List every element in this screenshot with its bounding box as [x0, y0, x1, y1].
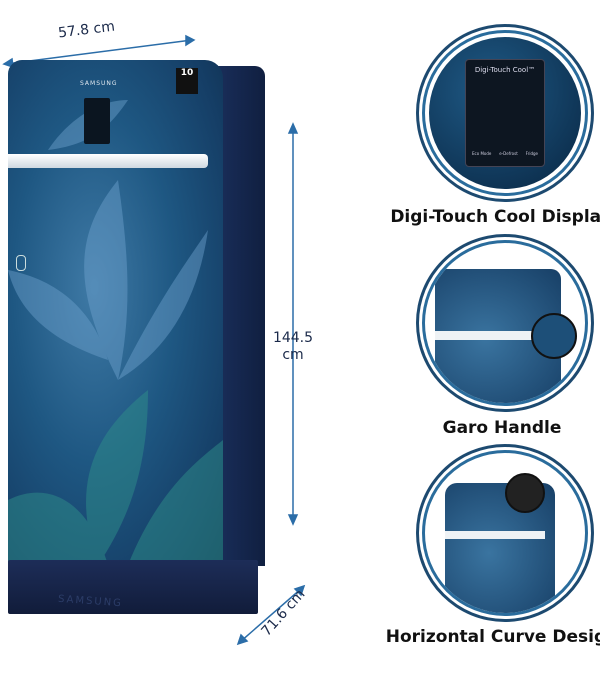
- door-handle[interactable]: [8, 154, 208, 168]
- warranty-badge: 10: [176, 68, 198, 94]
- feature-label-horizontal-curve: Horizontal Curve Design: [385, 627, 600, 647]
- eco-mode-button: Eco Mode: [472, 151, 492, 156]
- fridge-button: Fridge: [525, 151, 538, 156]
- digi-touch-panel: Digi-Touch Cool™ Eco Mode e-Defrost Frid…: [465, 59, 545, 167]
- feature-label-digi-touch: Digi-Touch Cool Display: [390, 207, 600, 227]
- height-unit: cm: [282, 347, 304, 363]
- fridge-door: SAMSUNG 10: [8, 60, 223, 565]
- brand-logo: SAMSUNG: [80, 80, 118, 87]
- panel-title: Digi-Touch Cool™: [474, 66, 536, 74]
- height-value: 144.5: [272, 330, 314, 346]
- e-defrost-button: e-Defrost: [499, 151, 518, 156]
- horizontal-curve-image: [422, 450, 588, 616]
- refrigerator-image: SAMSUNG 10 SAMSUNG: [8, 60, 268, 620]
- leaf-pattern: [8, 100, 223, 565]
- feature-label-garo-handle: Garo Handle: [442, 418, 562, 438]
- height-label: 144.5 cm: [268, 330, 318, 364]
- handle-zoom-inset: [531, 313, 577, 359]
- garo-handle-image: [422, 240, 588, 406]
- digi-touch-display-image: Digi-Touch Cool™ Eco Mode e-Defrost Frid…: [422, 30, 588, 196]
- control-panel[interactable]: [84, 98, 110, 144]
- lock-icon: [16, 255, 26, 271]
- base-logo: SAMSUNG: [57, 593, 124, 610]
- fridge-base: SAMSUNG: [8, 560, 258, 614]
- badge-zoom-inset: [505, 473, 545, 513]
